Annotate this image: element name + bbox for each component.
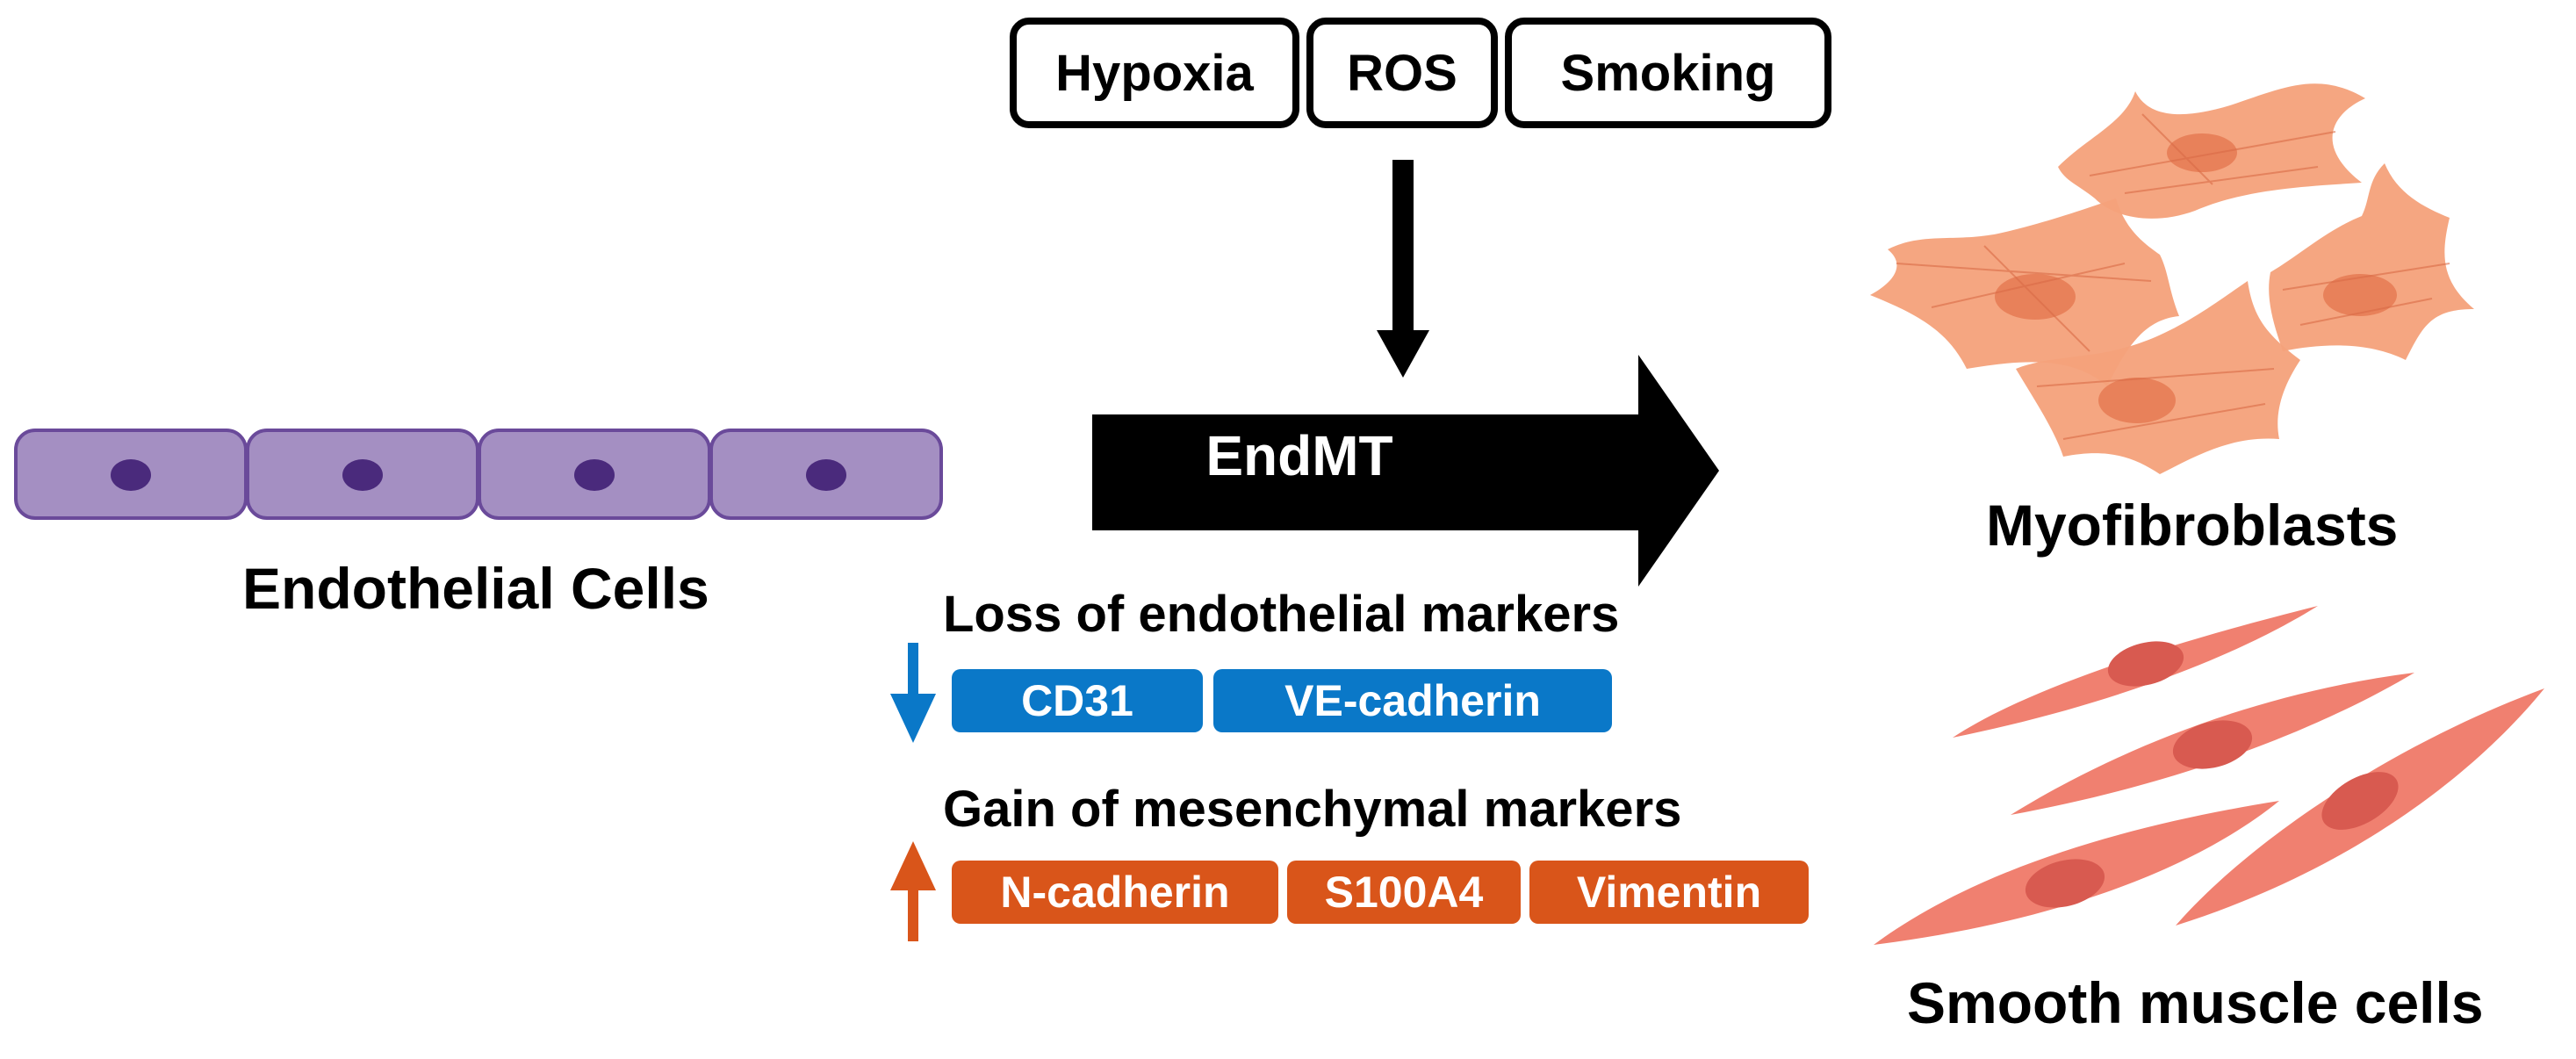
smooth-muscle-cells-label: Smooth muscle cells	[1907, 970, 2484, 1035]
marker-n-cadherin: N-cadherin	[952, 861, 1278, 924]
smooth-muscle-cell	[2011, 673, 2414, 815]
myofibroblast-cell	[2058, 83, 2365, 219]
up-arrow-icon	[890, 841, 936, 941]
marker-ve-cadherin: VE-cadherin	[1213, 669, 1612, 732]
endothelial-cells-label: Endothelial Cells	[242, 556, 709, 621]
gain-heading: Gain of mesenchymal markers	[943, 781, 1682, 838]
myofibroblast-cell	[1870, 198, 2179, 386]
loss-heading: Loss of endothelial markers	[943, 586, 1620, 643]
smooth-muscle-cell	[1953, 606, 2318, 738]
endmt-label: EndMT	[1205, 424, 1393, 487]
myofibroblast-cell	[2016, 281, 2300, 474]
down-arrow-icon	[890, 643, 936, 743]
trigger-arrow	[1377, 160, 1429, 378]
trigger-hypoxia: Hypoxia	[1010, 18, 1299, 128]
trigger-smoking: Smoking	[1505, 18, 1831, 128]
marker-s100a4: S100A4	[1287, 861, 1521, 924]
myofibroblast-cells	[1870, 83, 2474, 474]
myofibroblasts-label: Myofibroblasts	[1986, 493, 2399, 558]
smooth-muscle-cells	[1874, 606, 2544, 945]
marker-vimentin: Vimentin	[1529, 861, 1809, 924]
smooth-muscle-cell	[2176, 688, 2544, 926]
trigger-ros: ROS	[1306, 18, 1498, 128]
endothelial-cells	[14, 429, 943, 520]
marker-cd31: CD31	[952, 669, 1203, 732]
smooth-muscle-cell	[1874, 801, 2279, 945]
endmt-arrow	[1092, 355, 1719, 587]
myofibroblast-cell	[2269, 163, 2474, 360]
